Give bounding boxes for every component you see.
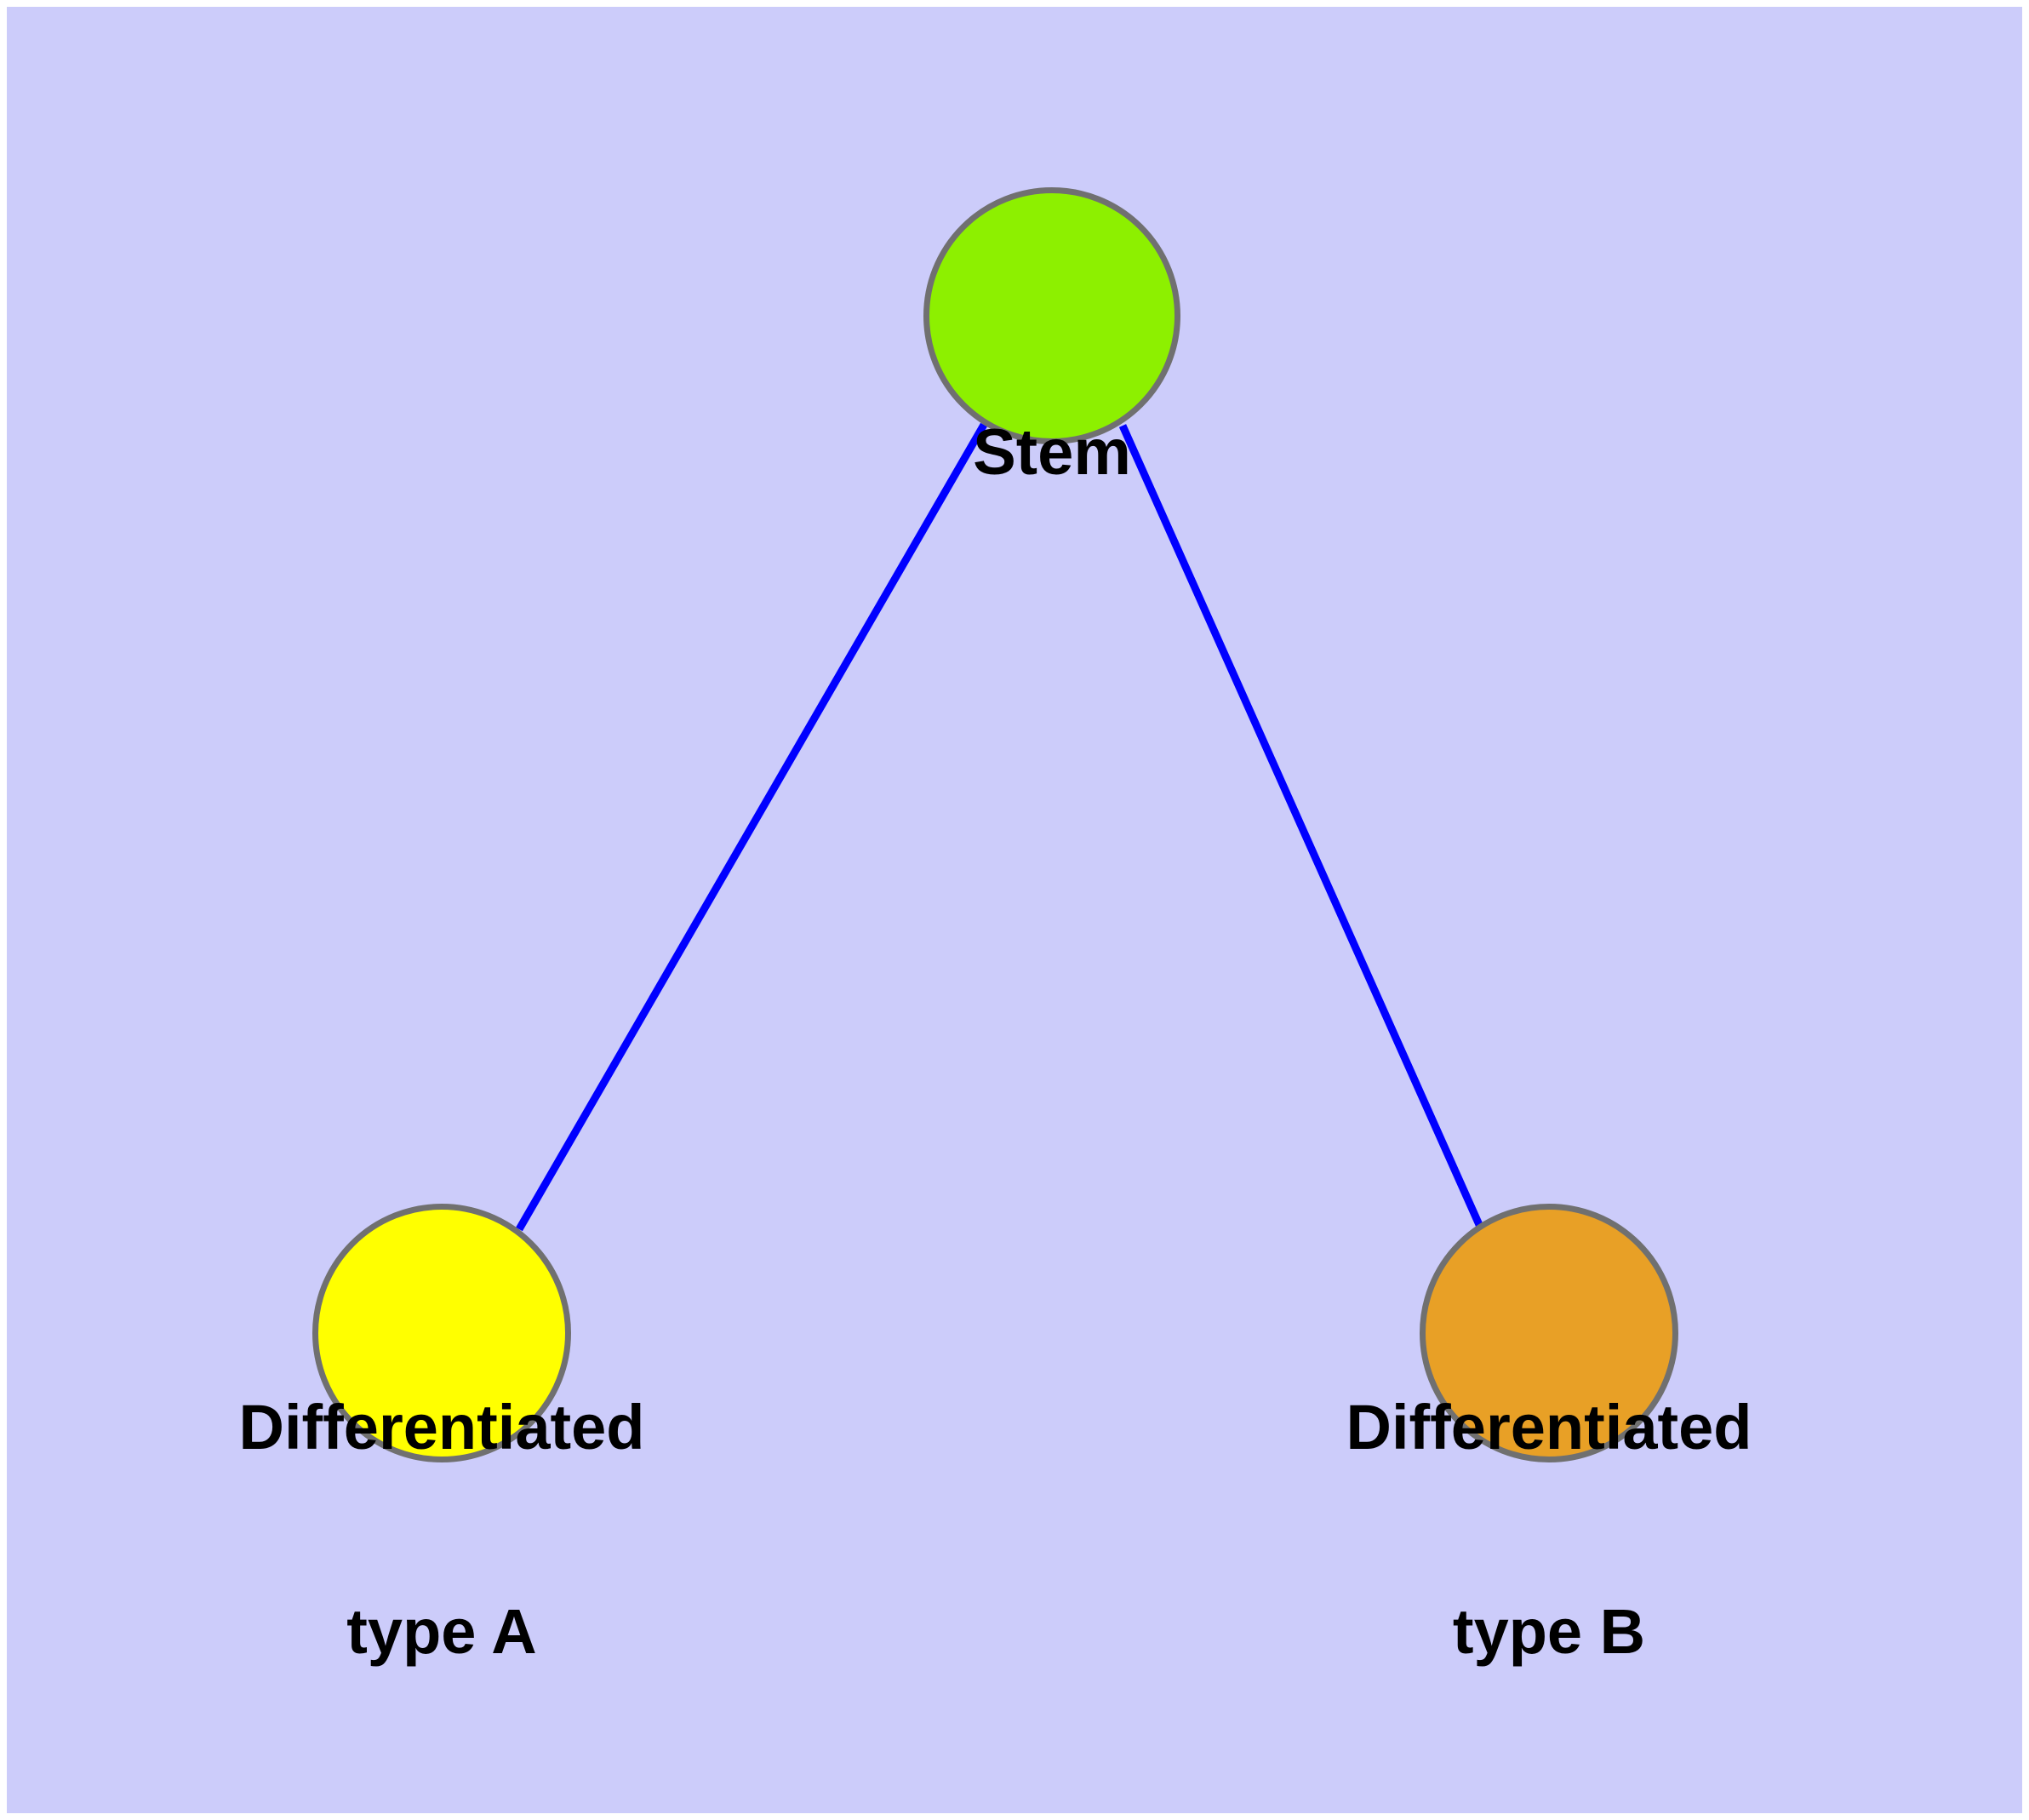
- edge-stem-to-differentiated-type-b[interactable]: [1118, 424, 1484, 1228]
- node-differentiated-type-a[interactable]: [312, 1204, 571, 1462]
- node-stem[interactable]: [923, 187, 1180, 444]
- node-layer: [312, 187, 1678, 1462]
- edge-layer: [516, 422, 1484, 1232]
- node-differentiated-type-b[interactable]: [1420, 1204, 1678, 1462]
- edge-stem-to-differentiated-type-a[interactable]: [516, 422, 987, 1232]
